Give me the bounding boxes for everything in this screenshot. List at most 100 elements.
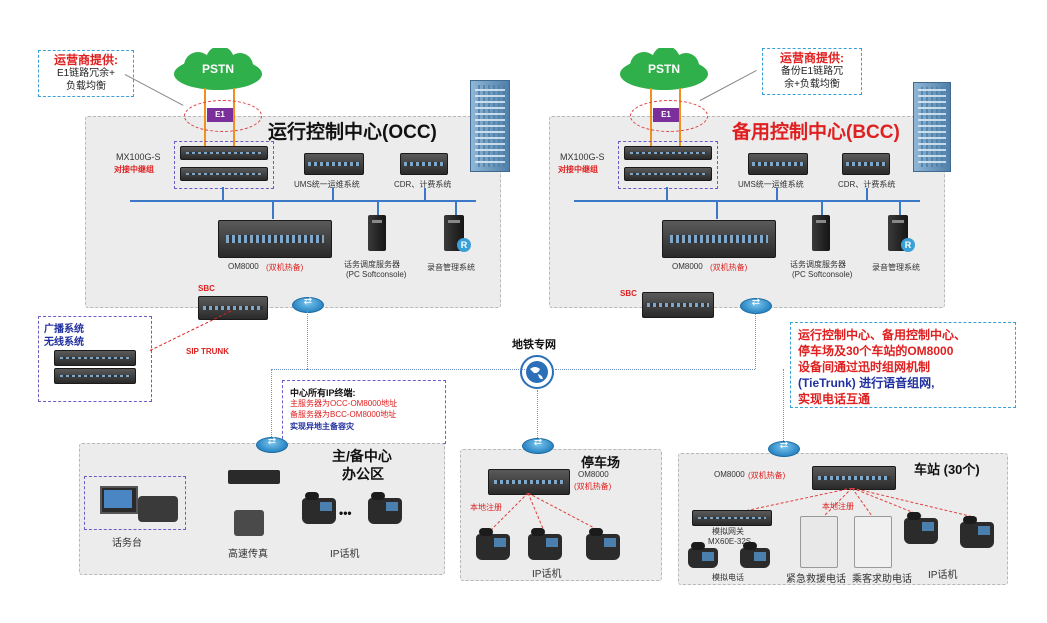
tietrunk-callout	[790, 322, 1016, 408]
occ-record-label: 录音管理系统	[427, 263, 475, 272]
station-om-sub: (双机热备)	[748, 471, 786, 480]
occ-bus	[130, 200, 476, 202]
station-title: 车站 (30个)	[914, 462, 980, 477]
sip-trunk-label: SIP TRUNK	[186, 347, 229, 356]
operator-line2-left: 负载均衡	[66, 81, 106, 92]
bcc-mx-device-1	[624, 146, 712, 160]
bcc-title: 备用控制中心(BCC)	[732, 122, 900, 143]
station-om8000-device	[812, 466, 896, 490]
operator-title-left: 运营商提供:	[54, 53, 118, 67]
office-ipphone-2-icon	[368, 492, 402, 524]
occ-router-icon	[292, 296, 324, 313]
occ-console-label2: (PC Softconsole)	[346, 270, 407, 279]
bcc-ums-server	[748, 153, 808, 175]
ip-terminal-line2: 备服务器为BCC-OM8000地址	[290, 410, 397, 419]
globe-icon	[520, 355, 554, 389]
broadcast-server-2	[54, 368, 136, 384]
station-ipphone-label: IP话机	[928, 570, 958, 581]
station-router-icon	[768, 440, 800, 457]
office-fax-icon	[234, 510, 264, 536]
parking-om-label: OM8000	[578, 470, 609, 479]
office-title1: 主/备中心	[332, 448, 392, 464]
occ-drop-record	[455, 201, 457, 215]
occ-sbc-device	[198, 296, 268, 320]
parking-om8000-device	[488, 469, 570, 495]
occ-sbc-label: SBC	[198, 284, 215, 293]
operator-title-right: 运营商提供:	[780, 51, 844, 65]
office-ipphone-1-icon	[302, 492, 336, 524]
tietrunk-line2: 停车场及30个车站的OM8000	[798, 344, 954, 358]
bcc-mx-sub: 对接中继组	[558, 165, 598, 174]
e1-ring-left	[184, 100, 262, 132]
ip-terminal-line1: 主服务器为OCC-OM8000地址	[290, 399, 398, 408]
net-line-bcc	[555, 369, 755, 370]
bcc-drop-console	[821, 201, 823, 215]
e1-ring-right	[630, 100, 708, 132]
bcc-sbc-label: SBC	[620, 289, 637, 298]
occ-record-logo-icon: R	[457, 238, 471, 252]
bcc-drop-ums	[776, 188, 778, 201]
parking-router-icon	[522, 437, 554, 454]
bcc-record-logo-icon: R	[901, 238, 915, 252]
tietrunk-line4: (TieTrunk) 进行语音组网,	[798, 376, 935, 390]
occ-console-server-icon	[368, 215, 386, 251]
station-gateway-label1: 模拟网关	[712, 527, 744, 536]
broadcast-line1: 广播系统	[44, 324, 84, 335]
occ-ums-label: UMS统一运维系统	[294, 180, 360, 189]
occ-mx-device-1	[180, 146, 268, 160]
bcc-console-label1: 话务调度服务器	[790, 260, 846, 269]
station-local-reg: 本地注册	[822, 502, 854, 511]
pstn-cloud-icon	[174, 48, 262, 90]
bcc-om-sub: (双机热备)	[710, 263, 748, 272]
office-switch-icon	[228, 470, 280, 484]
office-console-box	[84, 476, 186, 530]
bcc-bus	[574, 200, 920, 202]
e1-badge-left: E1	[207, 108, 233, 122]
tietrunk-line3: 设备间通过迅时组网机制	[798, 360, 931, 374]
bcc-drop-om	[716, 201, 718, 219]
occ-title: 运行控制中心(OCC)	[268, 122, 437, 143]
occ-mx-device-2	[180, 167, 268, 181]
broadcast-box	[38, 316, 152, 402]
bcc-cdr-label: CDR、计费系统	[838, 180, 896, 189]
station-gateway-device	[692, 510, 772, 526]
operator-line1-left: E1链路冗余+	[56, 68, 116, 79]
office-fax-label: 高速传真	[228, 549, 268, 560]
station-emergency-phone-icon	[800, 516, 838, 568]
bcc-zone	[549, 116, 945, 308]
e1-badge-right: E1	[653, 108, 679, 122]
bcc-cdr-server	[842, 153, 890, 175]
occ-ums-server	[304, 153, 364, 175]
office-router-icon	[256, 436, 288, 453]
occ-drop-cdr	[424, 188, 426, 201]
bcc-drop-cdr	[866, 188, 868, 201]
bcc-console-label2: (PC Softconsole)	[792, 270, 853, 279]
ip-terminal-title: 中心所有IP终端:	[290, 388, 356, 398]
office-monitor-screen	[104, 490, 132, 508]
station-ipphone-2-icon	[960, 516, 994, 548]
broadcast-line2: 无线系统	[44, 337, 84, 348]
net-line-office-h	[271, 369, 307, 370]
station-links	[739, 488, 979, 519]
parking-ipphone-2-icon	[528, 528, 562, 560]
office-console-label: 话务台	[112, 538, 142, 549]
operator-line2-right: 余+负载均衡	[784, 79, 840, 90]
occ-drop-mx	[222, 187, 224, 201]
parking-ipphone-label: IP话机	[532, 569, 562, 580]
pstn-cloud-icon	[620, 48, 708, 90]
pstn-label-right: PSTN	[648, 62, 681, 76]
parking-om-sub: (双机热备)	[574, 482, 612, 491]
occ-mx-label: MX100G-S	[116, 152, 161, 162]
occ-mx-sub: 对接中继组	[114, 165, 154, 174]
station-passenger-label: 乘客求助电话	[852, 574, 912, 585]
bcc-mx-group	[618, 141, 718, 189]
station-analog-phone-2-icon	[740, 542, 770, 568]
bcc-building-icon	[913, 82, 951, 172]
net-line-office	[271, 369, 272, 439]
net-line-bcc-router	[755, 312, 756, 369]
net-line-top	[307, 369, 525, 370]
station-gateway-label2: MX60E-32S	[708, 537, 752, 546]
bcc-router-icon	[740, 297, 772, 314]
occ-om-sub: (双机热备)	[266, 263, 304, 272]
office-console-device-icon	[138, 496, 178, 522]
